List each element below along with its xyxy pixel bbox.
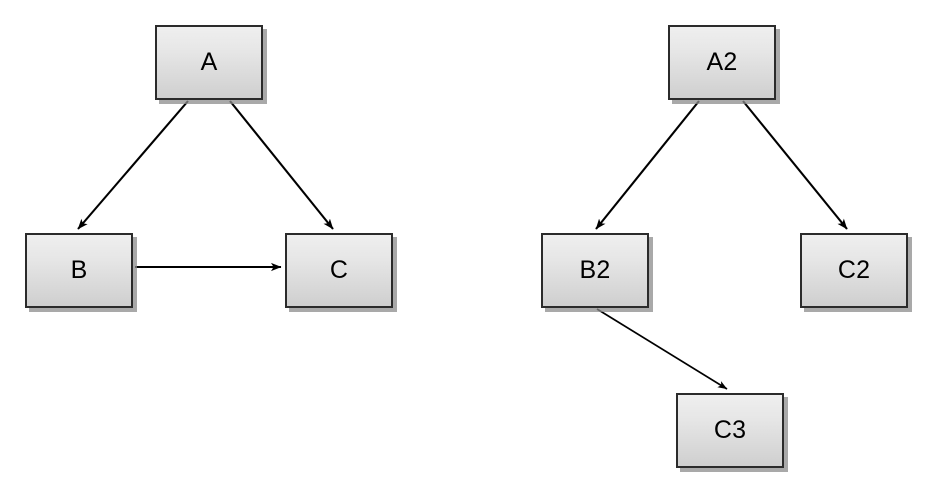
node-label-c: C <box>329 256 349 284</box>
node-label-b: B <box>70 256 88 284</box>
edge-a-to-b[interactable] <box>77 100 189 230</box>
node-c3[interactable]: C3 <box>676 393 784 468</box>
edge-a-to-c[interactable] <box>229 100 334 230</box>
node-c2[interactable]: C2 <box>800 233 908 308</box>
node-label-c3: C3 <box>713 416 747 444</box>
edge-a2-to-b2[interactable] <box>595 100 700 230</box>
edge-a2-to-c2[interactable] <box>742 100 848 230</box>
node-label-a2: A2 <box>706 48 738 76</box>
node-b[interactable]: B <box>25 233 133 308</box>
node-b2[interactable]: B2 <box>541 233 649 308</box>
edge-b2-to-c3[interactable] <box>596 308 728 390</box>
node-label-c2: C2 <box>837 256 871 284</box>
node-label-b2: B2 <box>579 256 611 284</box>
node-label-a: A <box>200 48 218 76</box>
node-a[interactable]: A <box>155 25 263 100</box>
node-c[interactable]: C <box>285 233 393 308</box>
edges-group <box>77 100 848 390</box>
node-a2[interactable]: A2 <box>668 25 776 100</box>
